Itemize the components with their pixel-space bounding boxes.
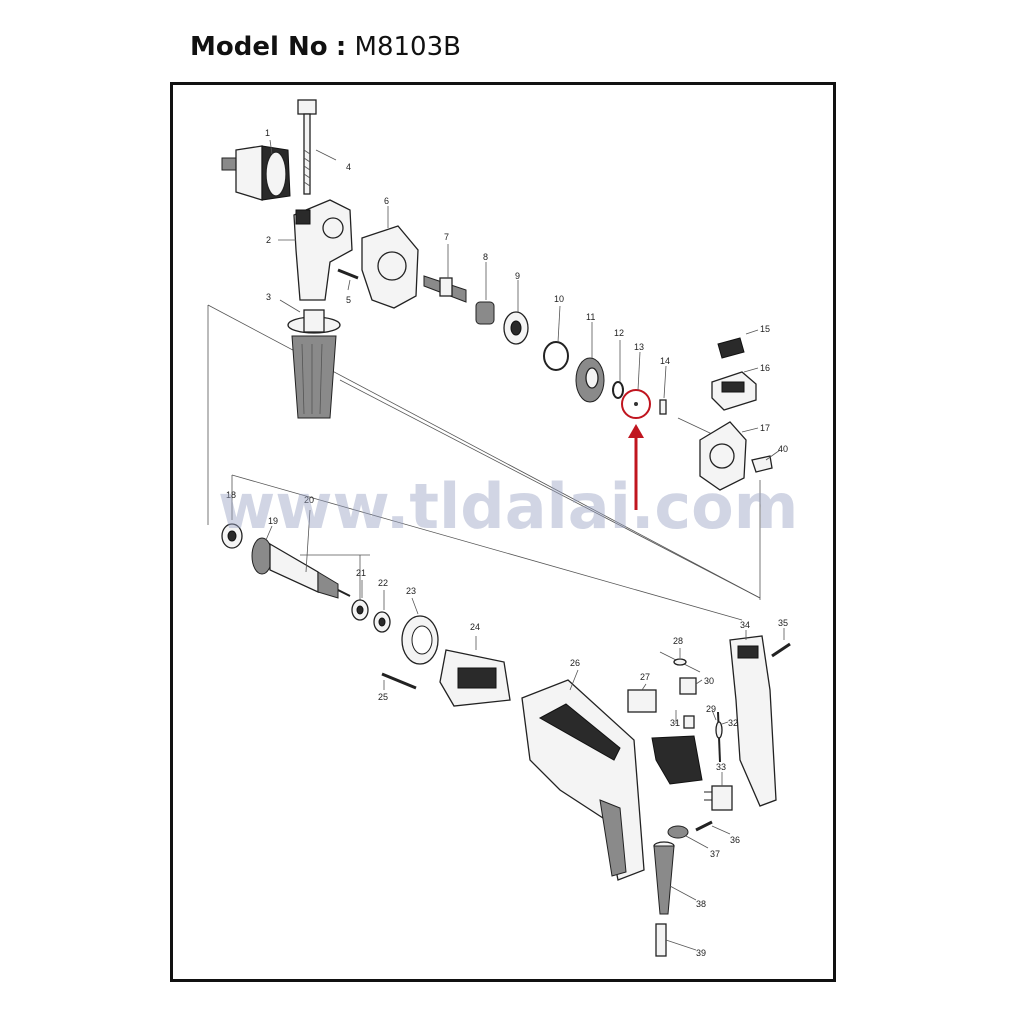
part-34-handle-cover — [729, 635, 777, 807]
callout-26: 26 — [570, 658, 580, 668]
callout-30: 30 — [704, 676, 714, 686]
part-25-screw — [381, 672, 417, 690]
part-27-name-plate — [627, 689, 657, 713]
model-number: M8103B — [354, 32, 461, 62]
callout-16: 16 — [760, 363, 770, 373]
callout-28: 28 — [673, 636, 683, 646]
callout-19: 19 — [268, 516, 278, 526]
diagram-frame — [170, 82, 836, 982]
callout-34: 34 — [740, 620, 750, 630]
callout-40: 40 — [778, 444, 788, 454]
part-18-bearing — [221, 523, 243, 549]
callout-5: 5 — [346, 295, 351, 305]
callout-39: 39 — [696, 948, 706, 958]
callout-3: 3 — [266, 292, 271, 302]
callout-2: 2 — [266, 235, 271, 245]
part-36-screw — [695, 820, 713, 832]
callout-4: 4 — [346, 162, 351, 172]
model-title: Model No : M8103B — [190, 32, 461, 62]
part-13-steel-ball — [621, 389, 651, 419]
part-26-motor-housing — [521, 679, 645, 881]
callout-9: 9 — [515, 271, 520, 281]
part-6-gear-cover — [361, 225, 419, 309]
part-33-terminal — [704, 785, 733, 811]
part-30-brush-holder — [679, 677, 697, 695]
callout-36: 36 — [730, 835, 740, 845]
part-8-spring — [475, 301, 495, 325]
callout-6: 6 — [384, 196, 389, 206]
part-1-drill-chuck — [221, 145, 291, 201]
callout-23: 23 — [406, 586, 416, 596]
part-22-bearing — [373, 611, 391, 633]
part-16-lever-holder — [711, 371, 757, 411]
callout-32: 32 — [728, 718, 738, 728]
callout-13: 13 — [634, 342, 644, 352]
highlight-arrow — [628, 424, 644, 510]
callout-12: 12 — [614, 328, 624, 338]
callout-1: 1 — [265, 128, 270, 138]
part-11-gear — [575, 357, 605, 403]
callout-numbers: 1 2 3 4 5 6 7 8 9 10 11 12 13 14 15 16 1… — [226, 128, 788, 958]
callout-35: 35 — [778, 618, 788, 628]
callout-22: 22 — [378, 578, 388, 588]
part-31-switch — [651, 715, 703, 785]
watermark-text: www.tldalai.com — [218, 470, 798, 543]
part-10-retaining-ring — [543, 341, 569, 371]
callout-11: 11 — [586, 312, 595, 322]
part-12-washer — [612, 381, 624, 399]
callout-15: 15 — [760, 324, 770, 334]
part-17-bearing-box — [699, 421, 747, 491]
callout-21: 21 — [356, 568, 366, 578]
callout-18: 18 — [226, 490, 236, 500]
part-38-cord-guard — [653, 841, 675, 915]
callout-37: 37 — [710, 849, 720, 859]
model-separator: : — [335, 32, 347, 62]
model-label: Model No — [190, 32, 328, 62]
part-20-armature — [251, 537, 351, 599]
part-37-strain-relief — [667, 825, 689, 839]
callout-10: 10 — [554, 294, 564, 304]
callout-14: 14 — [660, 356, 670, 366]
part-40-plate — [751, 455, 773, 473]
part-32-noise-suppressor — [715, 711, 723, 763]
part-15-change-lever — [717, 337, 745, 359]
callout-8: 8 — [483, 252, 488, 262]
part-3-side-grip — [287, 309, 341, 419]
callout-17: 17 — [760, 423, 770, 433]
callout-33: 33 — [716, 762, 726, 772]
part-28-capacitor — [659, 651, 701, 673]
part-5-screw — [337, 268, 359, 280]
callout-20: 20 — [304, 495, 314, 505]
callout-27: 27 — [640, 672, 650, 682]
callout-38: 38 — [696, 899, 706, 909]
callout-31: 31 — [670, 718, 680, 728]
part-7-spindle — [423, 275, 467, 303]
part-39-power-cord — [655, 923, 667, 957]
callout-24: 24 — [470, 622, 480, 632]
part-14-pin — [659, 399, 667, 415]
part-4-depth-rod — [297, 99, 317, 195]
part-23-baffle-plate — [401, 615, 439, 665]
part-21-bearing — [351, 599, 369, 621]
callout-25: 25 — [378, 692, 388, 702]
callout-7: 7 — [444, 232, 449, 242]
part-9-bearing — [503, 311, 529, 345]
part-24-field — [439, 649, 511, 707]
leader-lines — [265, 139, 785, 951]
callout-29: 29 — [706, 704, 716, 714]
part-2-gear-housing — [293, 199, 353, 301]
part-35-screw — [771, 642, 791, 658]
